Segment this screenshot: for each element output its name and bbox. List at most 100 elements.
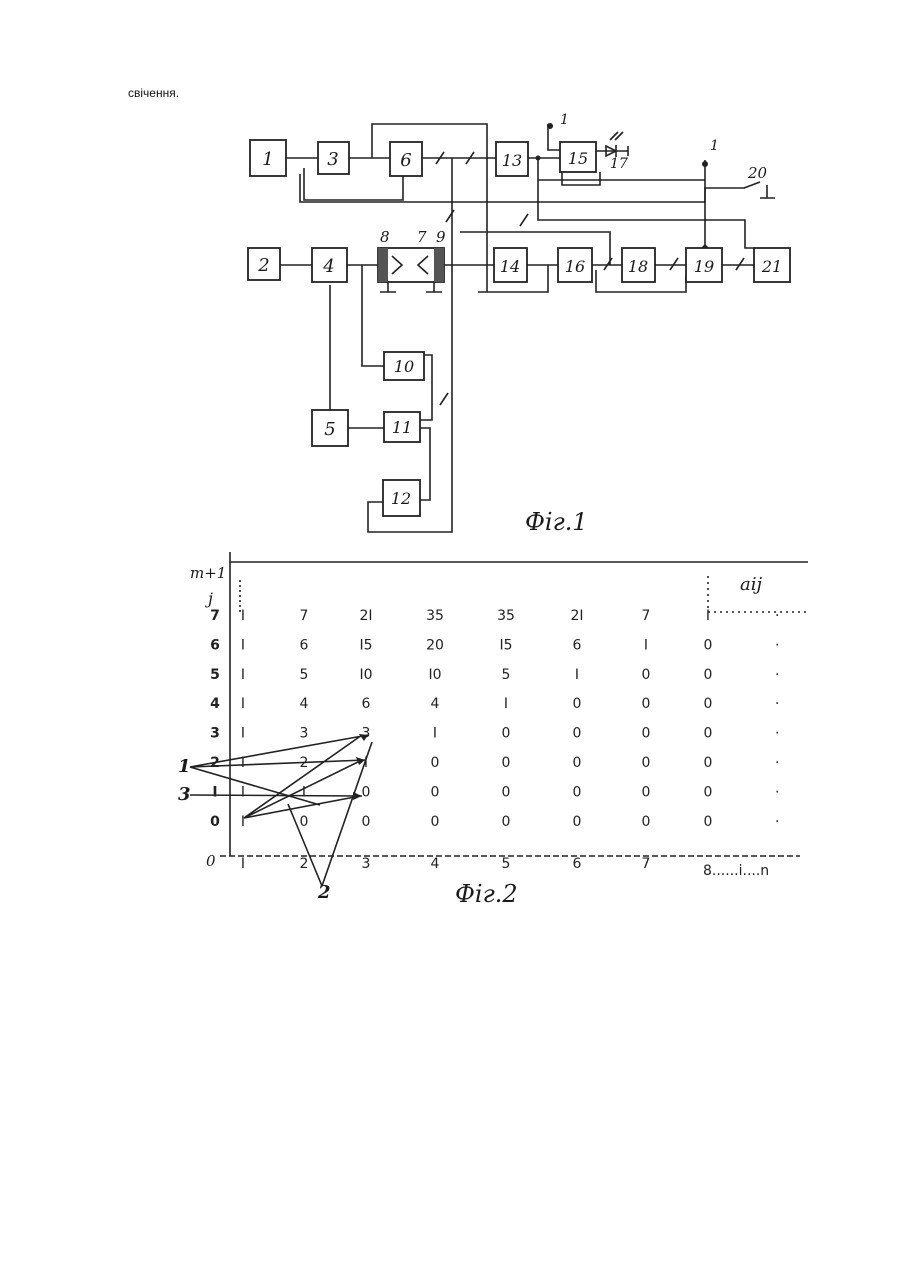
fig2-cell: 0 [362, 784, 371, 800]
fig2-cell: 7 [300, 608, 309, 624]
fig2-cell: 0 [502, 814, 511, 830]
fig2-cell: 0 [502, 784, 511, 800]
fig1-label-one-top: 1 [560, 112, 569, 128]
fig2-cell: 0 [704, 667, 713, 683]
fig1-label-20: 20 [747, 164, 768, 182]
fig2-row-ellipsis: · [775, 814, 779, 830]
fig1-block-18: 18 [628, 257, 648, 276]
fig2-cell: 0 [704, 637, 713, 653]
fig2-cell: 0 [642, 667, 651, 683]
fig2-cell: 0 [300, 814, 309, 830]
fig2-cell: 35 [497, 608, 515, 624]
fig2-cell: 7 [642, 608, 651, 624]
fig2-cell: I [302, 784, 306, 800]
fig2-cell: 0 [642, 784, 651, 800]
fig2-cell: I [241, 637, 245, 653]
fig1-block-5: 5 [324, 419, 335, 440]
fig2-row-ellipsis: · [775, 726, 779, 742]
fig2-cell: I0 [359, 667, 372, 683]
fig1-label-8: 8 [380, 228, 390, 246]
fig2-row-label: 6 [210, 637, 220, 653]
fig2-y-axis-top: m+1 [190, 564, 226, 582]
fig2-cell: 20 [426, 637, 444, 653]
fig1-label-one-right: 1 [710, 138, 719, 154]
fig2-cell: 0 [431, 814, 440, 830]
fig2-row-ellipsis: · [775, 667, 779, 683]
fig1-block-14: 14 [500, 257, 520, 276]
fig2-row-label: I [212, 784, 217, 800]
fig2-cell: 4 [300, 696, 309, 712]
fig1-block-19: 19 [694, 257, 714, 276]
fig2-cell: 0 [573, 755, 582, 771]
fig1-block-1: 1 [262, 149, 273, 170]
fig2-cell: 6 [362, 696, 371, 712]
fig2-col-label: 3 [362, 856, 371, 872]
fig2-col-label: 5 [502, 856, 511, 872]
fig1-block-16: 16 [565, 257, 585, 276]
fig2-cell: I0 [428, 667, 441, 683]
fig2-cell: 0 [642, 726, 651, 742]
fig1-label-9: 9 [436, 228, 446, 246]
fig2-row-label: 3 [210, 726, 220, 742]
fig2-cell: 35 [426, 608, 444, 624]
fig2-row-labels: 765432I0 [210, 608, 220, 830]
fig2-cell: 0 [573, 814, 582, 830]
fig1-label-17: 17 [610, 156, 628, 172]
fig2-col-label: 6 [573, 856, 582, 872]
fig2-col-label: 7 [642, 856, 651, 872]
fig2-cell: 0 [502, 755, 511, 771]
fig1-block-21: 21 [761, 257, 782, 276]
fig2-y-axis-var: j [205, 589, 213, 608]
fig1-diagram: 1 3 6 13 15 2 4 14 16 18 19 21 10 5 11 1… [248, 112, 790, 536]
fig2-cell: 0 [573, 696, 582, 712]
fig2-corner-label: aij [740, 574, 762, 595]
fig2-cell: 2I [570, 608, 583, 624]
fig2-cell: 0 [642, 696, 651, 712]
fig1-block-13: 13 [502, 151, 522, 170]
fig2-cell: I [241, 726, 245, 742]
fig2-cell: 0 [431, 784, 440, 800]
fig2-col-label: 2 [300, 856, 309, 872]
fig2-row-label: 0 [210, 814, 220, 830]
fig2-row-ellipsis: · [775, 784, 779, 800]
fig2-cell: 5 [502, 667, 511, 683]
fig2-cell: 0 [704, 814, 713, 830]
fig1-block-11: 11 [392, 418, 412, 437]
fig2-col-labels: I 2 3 4 5 6 7 [241, 856, 651, 872]
fig1-caption: Фіг.1 [525, 508, 588, 536]
fig2-cell: 0 [704, 726, 713, 742]
fig2-cell: I [241, 696, 245, 712]
fig2-cell: 0 [704, 784, 713, 800]
fig2-cell: 5 [300, 667, 309, 683]
fig1-label-7: 7 [417, 228, 427, 246]
fig1-block-15: 15 [568, 149, 588, 168]
fig2-row-ellipsis: · [775, 755, 779, 771]
fig2-cell: I [241, 814, 245, 830]
fig2-cell: 0 [573, 784, 582, 800]
fig2-row-label: 5 [210, 667, 220, 683]
fig2-caption: Фіг.2 [455, 880, 518, 908]
fig2-cell: 0 [431, 755, 440, 771]
fig2-row-ellipsis: · [775, 696, 779, 712]
fig2-pointer-3: 3 [178, 784, 191, 805]
fig2-cell: I [706, 608, 710, 624]
fig2-col-label: 4 [431, 856, 440, 872]
fig2-cell: 2I [359, 608, 372, 624]
fig2-cell: I [644, 637, 648, 653]
fig1-block-12: 12 [391, 489, 411, 508]
fig2-cell: 6 [573, 637, 582, 653]
fig2-row-ellipsis: · [775, 637, 779, 653]
fig2-cell: 0 [573, 726, 582, 742]
fig1-block-6: 6 [400, 150, 411, 171]
fig2-col-label: I [241, 856, 245, 872]
fig2-cell: I [241, 667, 245, 683]
fig2-cell: 0 [704, 696, 713, 712]
fig2-cell: 6 [300, 637, 309, 653]
fig2-cell: I [241, 608, 245, 624]
fig2-pointer-1: 1 [178, 756, 191, 777]
fig2-cell: 0 [362, 814, 371, 830]
fig2-cell: 0 [704, 755, 713, 771]
fig2-cell: 0 [502, 726, 511, 742]
fig2-table: m+1 j 0 aij 8......i....n 765432I0 I2345… [178, 552, 810, 908]
fig1-block-3: 3 [327, 149, 338, 170]
